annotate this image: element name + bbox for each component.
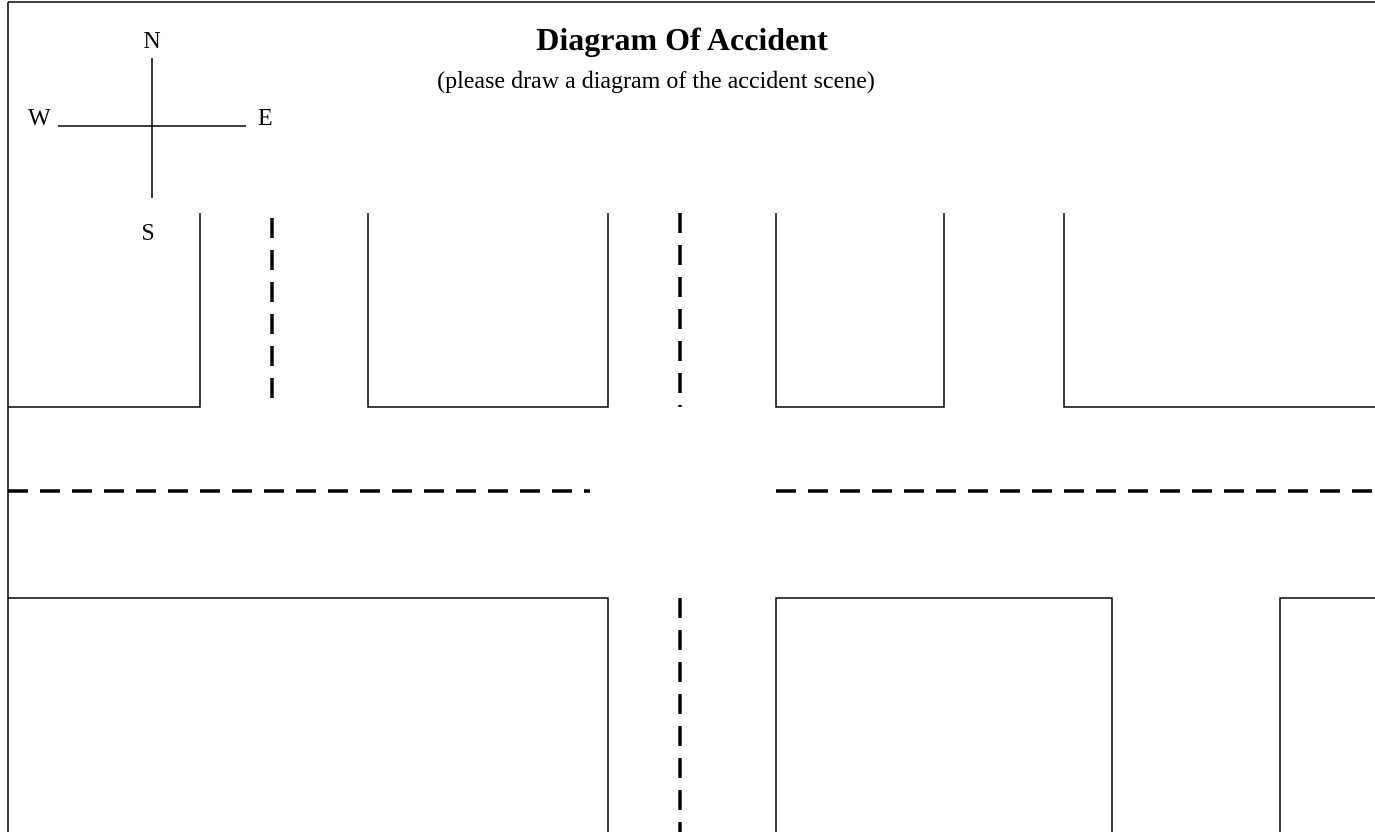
page-subtitle: (please draw a diagram of the accident s… <box>437 68 875 94</box>
block-lower-1 <box>8 597 609 832</box>
block-upper-3 <box>775 213 945 408</box>
compass-north-label: N <box>143 28 160 54</box>
compass-west-label: W <box>28 105 51 131</box>
block-upper-2 <box>367 213 609 408</box>
block-lower-2 <box>775 597 1113 832</box>
compass-rose: N S W E <box>28 28 273 246</box>
block-upper-1 <box>8 213 201 408</box>
block-lower-3 <box>1279 597 1375 832</box>
compass-south-label: S <box>141 220 154 246</box>
compass-east-label: E <box>258 105 273 131</box>
page-title: Diagram Of Accident <box>536 21 828 57</box>
block-upper-4 <box>1063 213 1375 408</box>
